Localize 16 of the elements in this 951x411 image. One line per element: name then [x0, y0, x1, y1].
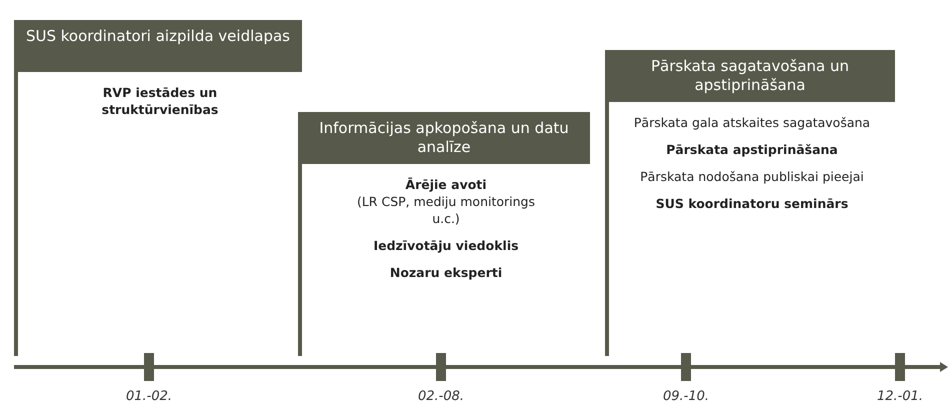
activity-text: RVP iestādes un struktūrvienības: [100, 84, 220, 118]
date-label: 12.-01.: [876, 389, 924, 404]
phase-bracket: [298, 112, 590, 356]
activity-text: Pārskata gala atskaites sagatavošana: [632, 114, 872, 131]
activity-text: SUS koordinatoru seminārs: [654, 195, 850, 212]
activity-text: (LR CSP, mediju monitorings u.c.): [356, 193, 536, 227]
activity-text: Nozaru eksperti: [388, 264, 504, 281]
date-label: 01.-02.: [124, 389, 174, 404]
date-label: 09.-10.: [662, 389, 710, 404]
activity-text: Pārskata nodošana publiskai pieejai: [639, 168, 865, 185]
phase-bracket: [605, 50, 895, 356]
activity-text: Pārskata apstiprināšana: [665, 141, 839, 158]
phase-bracket: [14, 20, 302, 356]
activity-text: Ārējie avoti: [404, 176, 488, 193]
date-label: 02.-08.: [416, 389, 466, 404]
activity-text: Iedzīvotāju viedoklis: [372, 237, 520, 254]
